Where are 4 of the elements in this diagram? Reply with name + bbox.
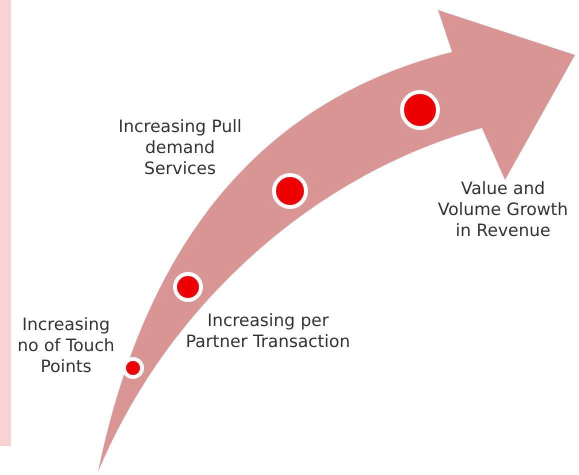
milestone-caption: Increasing per Partner Transaction	[184, 311, 352, 353]
milestone-caption: Increasing no of Touch Points	[16, 315, 116, 378]
milestone-caption: Increasing Pull demand Services	[117, 117, 243, 180]
milestone-caption: Value and Volume Growth in Revenue	[436, 179, 570, 242]
